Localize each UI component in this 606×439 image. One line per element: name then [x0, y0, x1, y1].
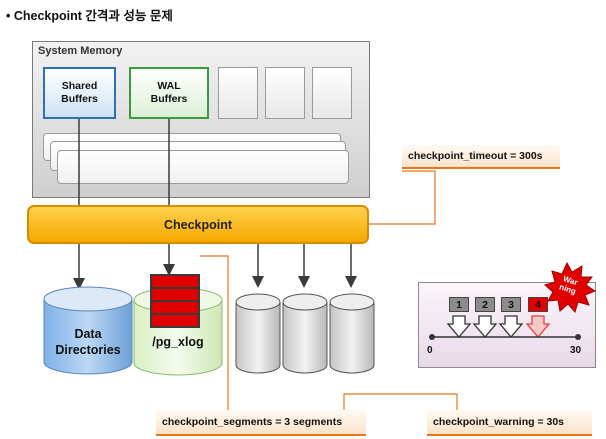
axis-start-label: 0 — [427, 345, 433, 356]
data-directories-cylinder — [43, 286, 133, 375]
memory-block — [265, 67, 305, 119]
shared-buffers-box: Shared Buffers — [43, 67, 116, 119]
memory-block — [218, 67, 258, 119]
segment-3: 3 — [501, 297, 521, 312]
segment-2: 2 — [475, 297, 495, 312]
memory-page-stack — [57, 150, 349, 184]
warning-starburst-icon — [543, 261, 597, 314]
axis-end-label: 30 — [570, 345, 582, 356]
checkpoint-label: Checkpoint — [163, 217, 233, 232]
xlog-segment-stack — [150, 274, 200, 328]
system-memory-label: System Memory — [38, 45, 123, 57]
wal-buffers-box: WAL Buffers — [129, 67, 209, 119]
disk-cylinder — [235, 293, 281, 374]
checkpoint-warning-label: checkpoint_warning = 30s — [427, 410, 592, 436]
memory-block — [312, 67, 352, 119]
disk-cylinder — [329, 293, 375, 374]
checkpoint-segments-label: checkpoint_segments = 3 segments — [156, 410, 366, 436]
disk-cylinder — [282, 293, 328, 374]
page-title: • Checkpoint 간격과 성능 문제 — [6, 9, 173, 23]
pg-xlog-label: /pg_xlog — [152, 335, 204, 349]
segment-4: 4 — [528, 297, 548, 312]
data-directories-label: Data Directories — [55, 327, 121, 357]
checkpoint-timeout-label: checkpoint_timeout = 300s — [402, 145, 560, 169]
shared-buffers-label: Shared Buffers — [61, 80, 98, 105]
segment-1: 1 — [449, 297, 469, 312]
wal-buffers-label: WAL Buffers — [150, 80, 188, 105]
checkpoint-bar: Checkpoint — [27, 205, 369, 244]
